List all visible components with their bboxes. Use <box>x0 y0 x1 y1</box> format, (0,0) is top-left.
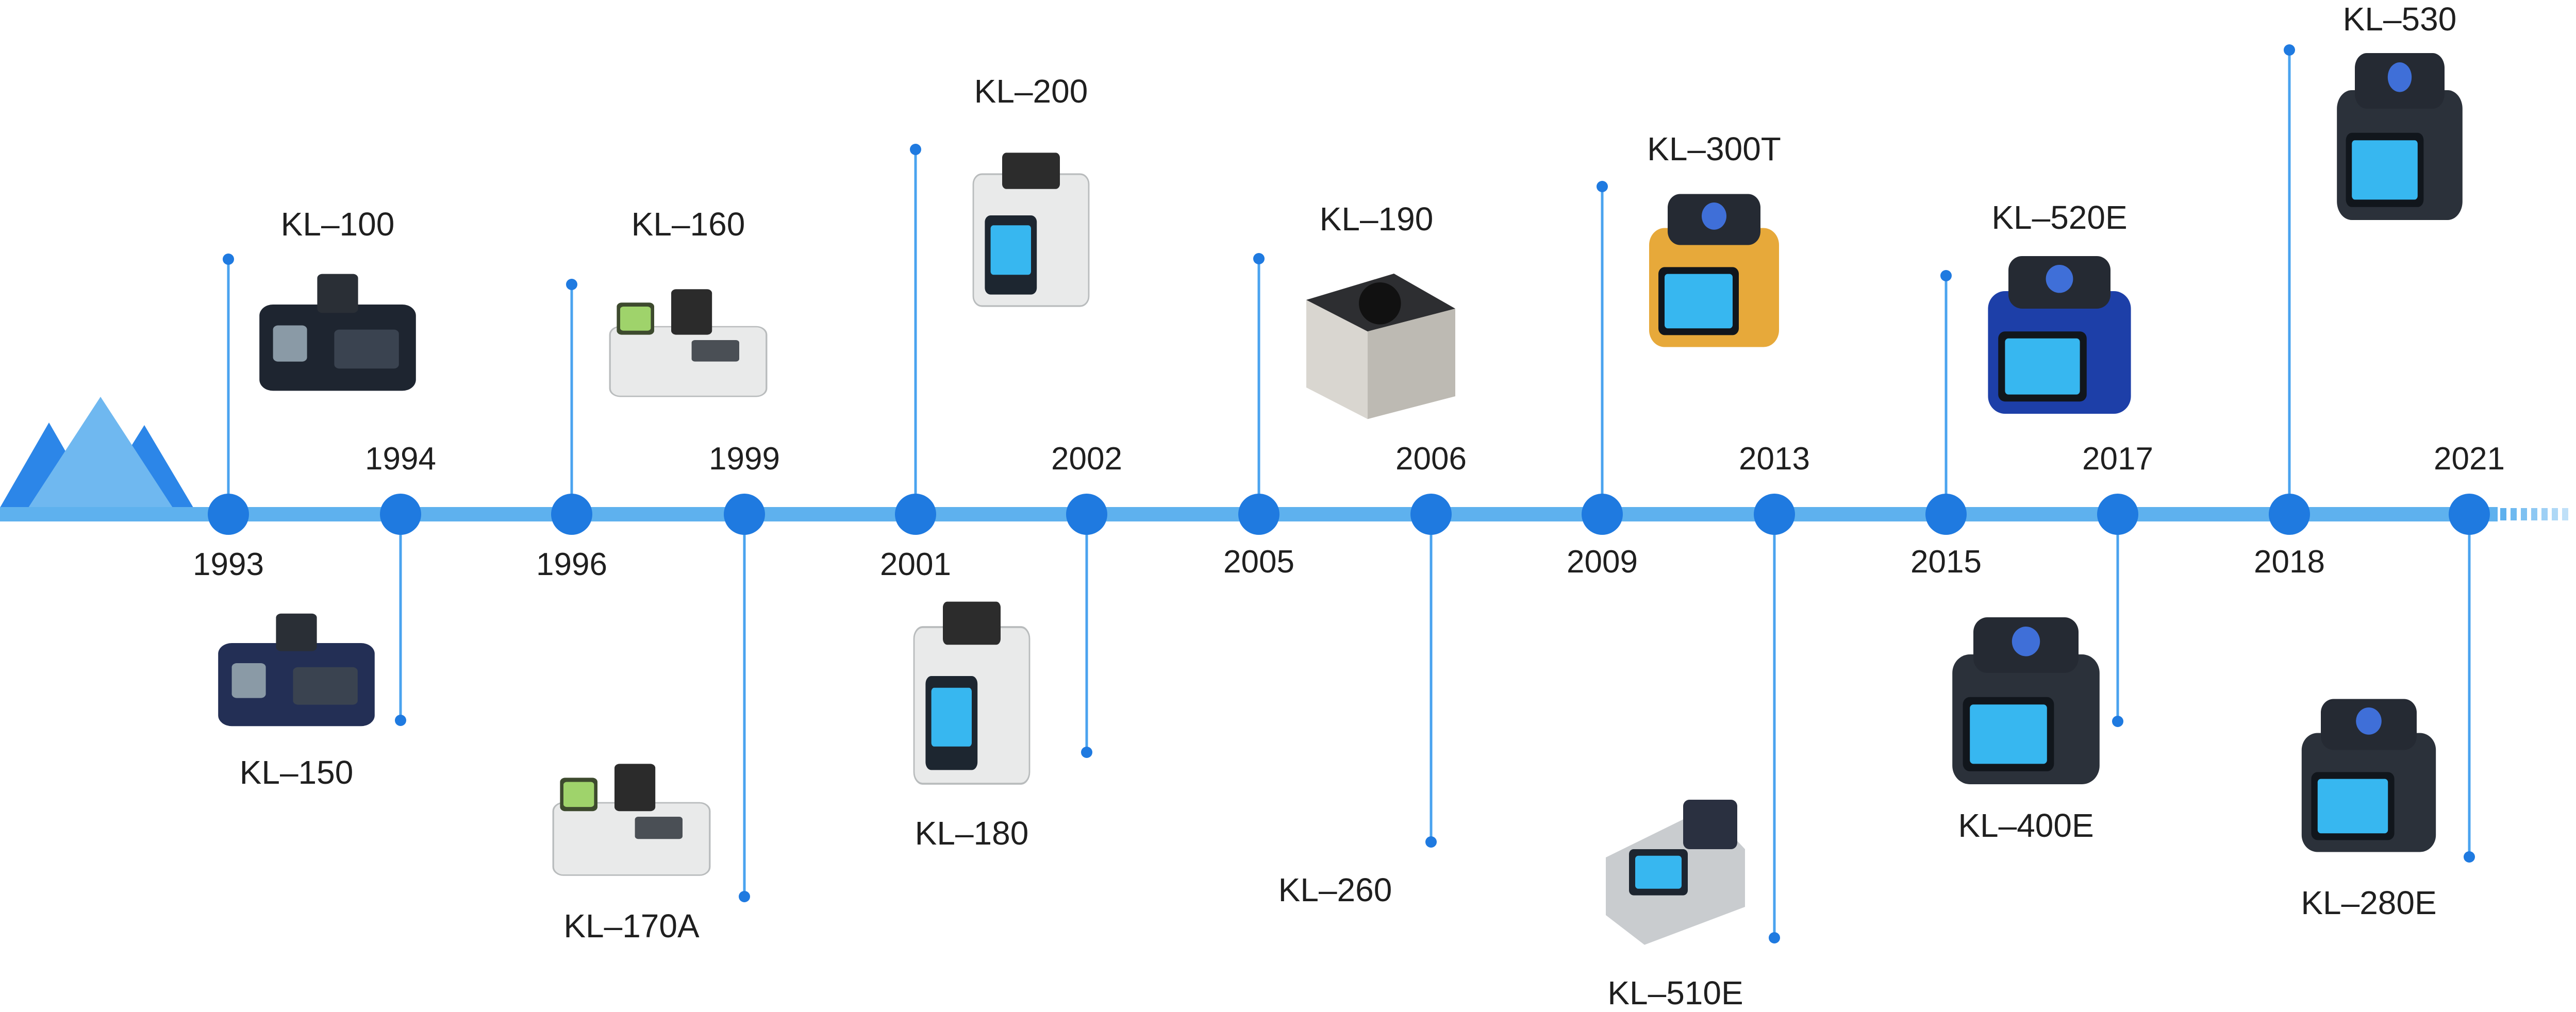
model-label: KL–510E <box>1607 974 1743 1011</box>
device-drawing <box>1952 617 2100 784</box>
axis-dash <box>2552 508 2558 520</box>
stem-end-dot <box>910 144 921 155</box>
light-tower-icon <box>900 598 1044 794</box>
handheld-icon <box>1598 783 1753 948</box>
light-tower-icon <box>959 149 1103 314</box>
light-box-icon <box>546 747 717 886</box>
stem-end-dot <box>1769 932 1780 943</box>
device-drawing <box>1306 274 1455 419</box>
year-label: 2006 <box>1395 441 1467 477</box>
year-label: 1994 <box>365 441 436 477</box>
stem-end-dot <box>1940 270 1952 281</box>
timeline-node <box>1582 494 1623 535</box>
timeline-node <box>1754 494 1795 535</box>
year-label: 2002 <box>1051 441 1122 477</box>
model-label: KL–200 <box>974 73 1088 110</box>
model-label: KL–300T <box>1647 130 1781 167</box>
stem-end-dot <box>566 279 577 290</box>
year-label: 2015 <box>1910 544 1982 580</box>
stem-end-dot <box>1253 253 1265 264</box>
year-label: 2001 <box>880 547 951 582</box>
timeline-node <box>2449 494 2490 535</box>
stem-end-dot <box>395 715 406 726</box>
year-label: 2017 <box>2082 441 2153 477</box>
device-drawing <box>609 289 768 397</box>
device-drawing <box>1649 194 1779 347</box>
model-label: KL–190 <box>1319 200 1434 238</box>
model-label: KL–170A <box>563 907 700 944</box>
stem-end-dot <box>2112 716 2123 727</box>
timeline-node <box>551 494 592 535</box>
timeline-axis-continuation <box>2500 508 2568 520</box>
navy-box-icon <box>211 603 381 737</box>
timeline-node <box>2097 494 2138 535</box>
axis-dash <box>2511 508 2517 520</box>
model-label: KL–400E <box>1958 807 2094 844</box>
device-drawing <box>1988 256 2131 414</box>
timeline-node <box>2269 494 2310 535</box>
splicer-dark-icon <box>2325 44 2474 229</box>
model-label: KL–150 <box>239 754 354 791</box>
axis-dash <box>2541 508 2548 520</box>
stem-end-dot <box>1597 181 1608 192</box>
model-label: KL–100 <box>280 206 395 243</box>
timeline-node <box>208 494 249 535</box>
axis-dash <box>2562 508 2568 520</box>
mountain-logo-icon <box>0 397 193 508</box>
year-label: 1996 <box>536 547 607 582</box>
timeline-node <box>1925 494 1967 535</box>
splicer-screen-icon <box>2289 690 2449 861</box>
year-label: 1993 <box>193 547 264 582</box>
stem-end-dot <box>1081 747 1092 758</box>
timeline-node <box>724 494 765 535</box>
device-drawing <box>1606 800 1745 945</box>
year-label: 2005 <box>1223 544 1294 580</box>
cube-icon <box>1289 247 1464 423</box>
timeline-node <box>380 494 421 535</box>
model-label: KL–180 <box>915 815 1029 852</box>
light-box-icon <box>603 273 773 407</box>
stem-end-dot <box>223 254 234 265</box>
year-label: 2018 <box>2254 544 2325 580</box>
device-drawing <box>2301 699 2436 852</box>
model-label: KL–260 <box>1278 871 1392 908</box>
device-drawing <box>259 274 416 391</box>
model-label: KL–280E <box>2301 884 2437 921</box>
splicer-screen-icon <box>1938 608 2114 794</box>
year-label: 1999 <box>709 441 780 477</box>
timeline-node <box>1410 494 1452 535</box>
stem-end-dot <box>2284 44 2295 56</box>
stem-end-dot <box>1425 836 1437 848</box>
splicer-orange-icon <box>1637 185 1791 356</box>
axis-dash <box>2521 508 2527 520</box>
year-label: 2013 <box>1739 441 1810 477</box>
stem-end-dot <box>2464 851 2475 863</box>
device-drawing <box>218 613 375 727</box>
device-drawing <box>2337 53 2463 220</box>
timeline-node <box>1066 494 1107 535</box>
device-drawing <box>913 601 1031 785</box>
dark-box-icon <box>253 263 423 402</box>
model-label: KL–160 <box>631 206 745 243</box>
stem-end-dot <box>739 891 750 902</box>
device-drawing <box>552 764 711 876</box>
axis-dash <box>2500 508 2506 520</box>
year-label: 2021 <box>2434 441 2505 477</box>
device-drawing <box>972 153 1090 307</box>
timeline-node <box>895 494 936 535</box>
splicer-blue-icon <box>1974 247 2145 423</box>
timeline-node <box>1238 494 1279 535</box>
year-label: 2009 <box>1567 544 1638 580</box>
model-label: KL–520E <box>1991 199 2128 236</box>
axis-dash <box>2531 508 2537 520</box>
model-label: KL–530 <box>2342 1 2457 38</box>
